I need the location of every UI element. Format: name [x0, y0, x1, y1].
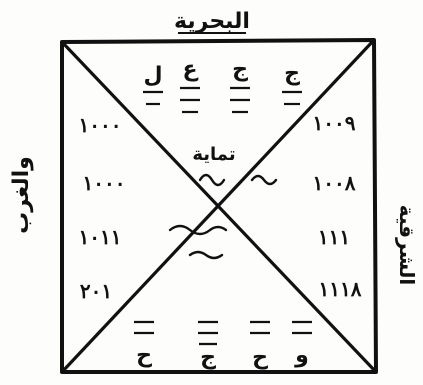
top-label: البحرية [174, 9, 250, 34]
left-number-3: ١٠١١ [79, 225, 122, 249]
top-glyph-1: ل [143, 63, 162, 88]
bottom-glyph-2: ج [200, 345, 216, 370]
center-scribbles [170, 175, 276, 258]
center-label: تماية [192, 144, 235, 165]
right-triangle-numbers: ١٠٠٩ ١٠٠٨ ١١١ ١١١٨ [313, 111, 362, 301]
bottom-glyph-1: ح [136, 343, 152, 368]
left-number-4: ٢٠١ [80, 279, 112, 303]
left-label: والغرب [9, 156, 34, 234]
right-number-2: ١٠٠٨ [313, 171, 356, 195]
top-glyph-2: ع [182, 57, 198, 82]
right-number-4: ١١١٨ [319, 277, 362, 301]
bottom-glyph-4: و [294, 343, 309, 368]
left-number-1: ١٠٠٠ [79, 113, 122, 137]
top-triangle-glyphs: ل ع ج ج [143, 57, 302, 112]
top-glyph-3: ج [232, 57, 248, 82]
right-label: الشرقية [395, 205, 419, 286]
top-glyph-4: ج [284, 61, 300, 86]
right-number-1: ١٠٠٩ [313, 111, 356, 135]
bottom-triangle-glyphs: ح ج ح و [134, 322, 312, 370]
bottom-glyph-3: ح [252, 345, 268, 370]
right-number-3: ١١١ [318, 225, 350, 249]
left-triangle-numbers: ١٠٠٠ ١٠٠٠ ١٠١١ ٢٠١ [79, 113, 126, 303]
left-number-2: ١٠٠٠ [83, 171, 126, 195]
